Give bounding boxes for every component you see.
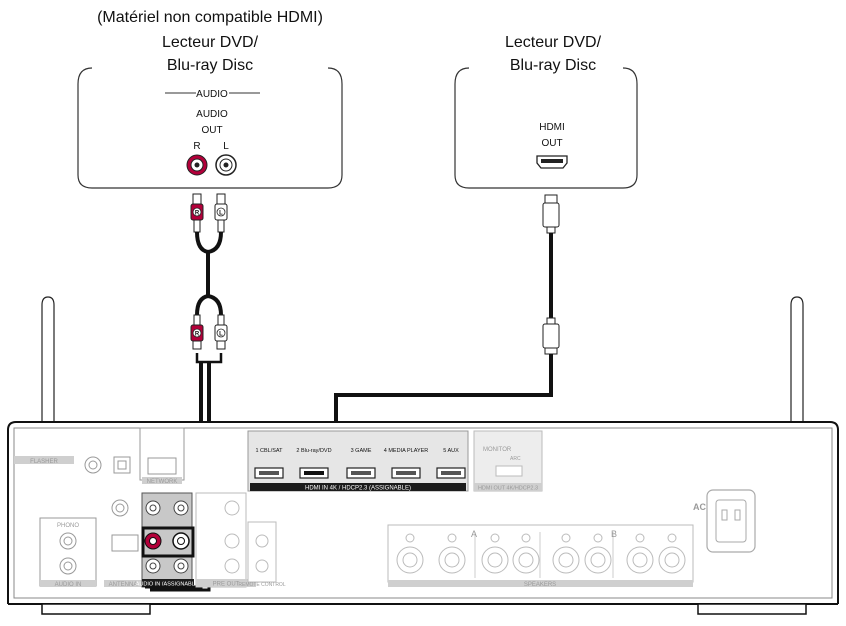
pre-out-label: PRE OUT	[213, 582, 240, 588]
receiver-foot-left	[41, 603, 151, 615]
rca-jack-l[interactable]	[215, 154, 237, 176]
arc-label: ARC	[510, 456, 521, 462]
hdmi-input-label: 2 Blu-ray/DVD	[296, 448, 331, 454]
rca-socket-upper-left	[84, 456, 102, 474]
plug-r-letter-bottom: R	[195, 332, 200, 338]
right-device-name-line1: Lecteur DVD/	[505, 34, 602, 51]
rca-cable-split-r	[195, 294, 209, 316]
rca-plug-l-top[interactable]: L	[214, 193, 228, 233]
hdmi-input-3[interactable]: 3 GAME	[346, 448, 376, 479]
audio-in-assignable-label: AUDIO IN (ASSIGNABLE)	[136, 582, 201, 588]
flasher-label: FLASHER	[30, 459, 58, 465]
speaker-post	[552, 533, 580, 574]
receiver-foot-right	[697, 603, 807, 615]
hdmi-input-label: 5 AUX	[443, 448, 459, 454]
audio-in-label: AUDIO IN	[55, 582, 82, 588]
rca-plug-r-bottom[interactable]: R	[190, 314, 204, 350]
rca-cable-split-l	[207, 294, 223, 316]
rca-bracket	[195, 353, 223, 364]
optical-port	[113, 456, 131, 474]
right-device-name-line2: Blu-ray Disc	[510, 57, 596, 74]
hdmi-out-panel: MONITOR ARC HDMI OUT 4K/HDCP2.3	[473, 430, 543, 492]
remote-control-label: REMOTE CONTROL	[238, 582, 285, 588]
audio-out-label: OUT	[201, 125, 222, 136]
hdmi-out-port[interactable]	[536, 155, 568, 169]
hdmi-input-label: 1 CBL/SAT	[255, 448, 283, 454]
audio-r-label: R	[193, 141, 200, 152]
hdmi-input-1[interactable]: 1 CBL/SAT	[254, 448, 284, 479]
hdmi-input-label: 3 GAME	[351, 448, 372, 454]
speaker-post	[584, 533, 612, 574]
receiver-audio-jack-connected[interactable]	[141, 526, 195, 558]
speaker-post	[658, 533, 686, 574]
speaker-posts	[396, 533, 686, 574]
speaker-a-label: A	[471, 529, 477, 539]
plug-l-letter-bottom: L	[219, 332, 223, 338]
hdmi-plug-bottom[interactable]	[542, 317, 560, 355]
speakers-bar	[388, 580, 693, 587]
flasher-area	[14, 456, 74, 464]
speaker-post	[512, 533, 540, 574]
speaker-post	[626, 533, 654, 574]
ac-in-socket	[706, 489, 756, 553]
phono-label: PHONO	[57, 523, 79, 529]
audio-header: AUDIO	[196, 89, 228, 100]
speaker-post	[481, 533, 509, 574]
rca-cable-merge-top	[195, 231, 223, 255]
hdmi-in-caption-bar	[250, 483, 466, 491]
hdmi-input-5[interactable]: 5 AUX	[436, 448, 466, 479]
rca-plug-r-top[interactable]: R	[190, 193, 204, 233]
hdmi-input-list: 1 CBL/SAT 2 Blu-ray/DVD 3 GAME 4 MEDIA PLAY…	[254, 448, 466, 479]
hdmi-in-caption: HDMI IN 4K / HDCP2.3 (ASSIGNABLE)	[305, 486, 411, 492]
hdmi-label: HDMI	[539, 122, 565, 133]
speakers-label: SPEAKERS	[524, 582, 556, 588]
monitor-label: MONITOR	[483, 447, 512, 453]
hdmi-in-panel	[247, 430, 469, 492]
hdmi-out-label: OUT	[541, 138, 562, 149]
left-device-note: (Matériel non compatible HDMI)	[97, 9, 323, 26]
antenna-block: ANTENNA	[104, 499, 142, 588]
pre-out-block: PRE OUT	[195, 492, 256, 588]
hdmi-input-label: 4 MEDIA PLAYER	[384, 448, 429, 454]
rca-plug-l-bottom[interactable]: L	[214, 314, 228, 350]
audio-label: AUDIO	[196, 109, 228, 120]
hdmi-plug-top[interactable]	[542, 194, 560, 234]
plug-r-letter: R	[195, 211, 200, 217]
speaker-post	[396, 533, 424, 574]
hdmi-out-caption: HDMI OUT 4K/HDCP2.3	[478, 486, 538, 492]
left-device-box	[77, 67, 343, 189]
hdmi-input-4[interactable]: 4 MEDIA PLAYER	[384, 448, 429, 479]
antenna-label: ANTENNA	[109, 582, 138, 588]
network-label: NETWORK	[147, 479, 178, 485]
hdmi-input-2[interactable]: 2 Blu-ray/DVD	[296, 448, 332, 479]
plug-l-letter: L	[219, 211, 223, 217]
speaker-post	[438, 533, 466, 574]
rca-jack-r[interactable]	[186, 154, 208, 176]
right-device-box	[454, 67, 638, 189]
phono-block: PHONO AUDIO IN	[39, 517, 97, 588]
speaker-b-label: B	[611, 529, 617, 539]
ac-in-label: AC IN	[693, 502, 718, 512]
network-port: NETWORK	[139, 427, 185, 485]
left-device-name-line1: Lecteur DVD/	[162, 34, 259, 51]
audio-l-label: L	[223, 141, 229, 152]
remote-control-block: REMOTE CONTROL	[238, 521, 286, 588]
left-device-name-line2: Blu-ray Disc	[167, 57, 253, 74]
